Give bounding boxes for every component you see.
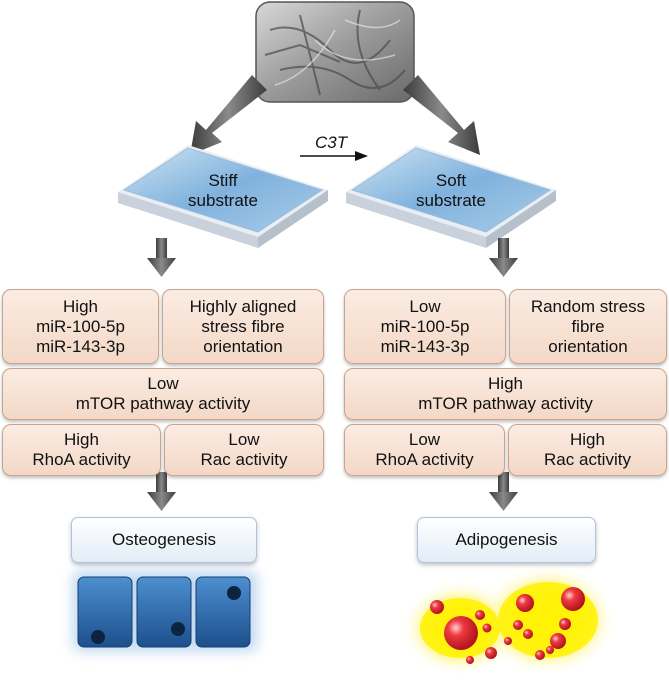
left-rhoa-box: High RhoA activity <box>2 424 161 476</box>
right-rhoa-box: Low RhoA activity <box>344 424 505 476</box>
treatment-label: C3T <box>315 133 348 152</box>
right-rac-box: High Rac activity <box>508 424 667 476</box>
right-mtor-box: High mTOR pathway activity <box>344 368 667 420</box>
left-fibre-text: Highly aligned stress fibre orientation <box>189 296 297 356</box>
adipogenesis-label: Adipogenesis <box>455 530 558 549</box>
right-rhoa-text: Low RhoA activity <box>375 430 474 469</box>
osteogenesis-box: Osteogenesis <box>71 517 257 563</box>
soft-substrate <box>346 145 556 248</box>
left-rac-box: Low Rac activity <box>164 424 324 476</box>
arrow-down-left-2 <box>147 472 176 511</box>
arrow-to-soft <box>403 75 480 155</box>
c3t-arrow <box>300 151 368 161</box>
osteogenesis-label: Osteogenesis <box>112 530 216 549</box>
soft-substrate-label: Soft substrate <box>416 171 486 210</box>
arrow-to-stiff <box>190 75 267 155</box>
stiff-substrate-label: Stiff substrate <box>188 171 258 210</box>
left-rhoa-text: High RhoA activity <box>32 430 131 469</box>
right-fibre-text: Random stress fibre orientation <box>530 296 646 356</box>
adipogenesis-box: Adipogenesis <box>417 517 596 563</box>
arrow-down-right-1 <box>489 238 518 277</box>
right-mirna-text: Low miR-100-5p miR-143-3p <box>380 296 470 356</box>
right-rac-text: High Rac activity <box>544 430 631 469</box>
arrow-down-right-2 <box>489 472 518 511</box>
right-mirna-box: Low miR-100-5p miR-143-3p <box>344 289 506 364</box>
left-rac-text: Low Rac activity <box>200 430 288 469</box>
left-mirna-text: High miR-100-5p miR-143-3p <box>36 296 125 356</box>
cell-micrograph <box>255 1 415 103</box>
right-mtor-text: High mTOR pathway activity <box>418 374 593 413</box>
left-mtor-text: Low mTOR pathway activity <box>75 374 251 413</box>
right-fibre-box: Random stress fibre orientation <box>509 289 667 364</box>
left-mirna-box: High miR-100-5p miR-143-3p <box>2 289 159 364</box>
osteoblast-cells <box>72 570 258 652</box>
adipocyte-cells <box>412 574 606 666</box>
left-fibre-box: Highly aligned stress fibre orientation <box>162 289 324 364</box>
arrow-down-left-1 <box>147 238 176 277</box>
stiff-substrate <box>118 145 328 248</box>
left-mtor-box: Low mTOR pathway activity <box>2 368 324 420</box>
